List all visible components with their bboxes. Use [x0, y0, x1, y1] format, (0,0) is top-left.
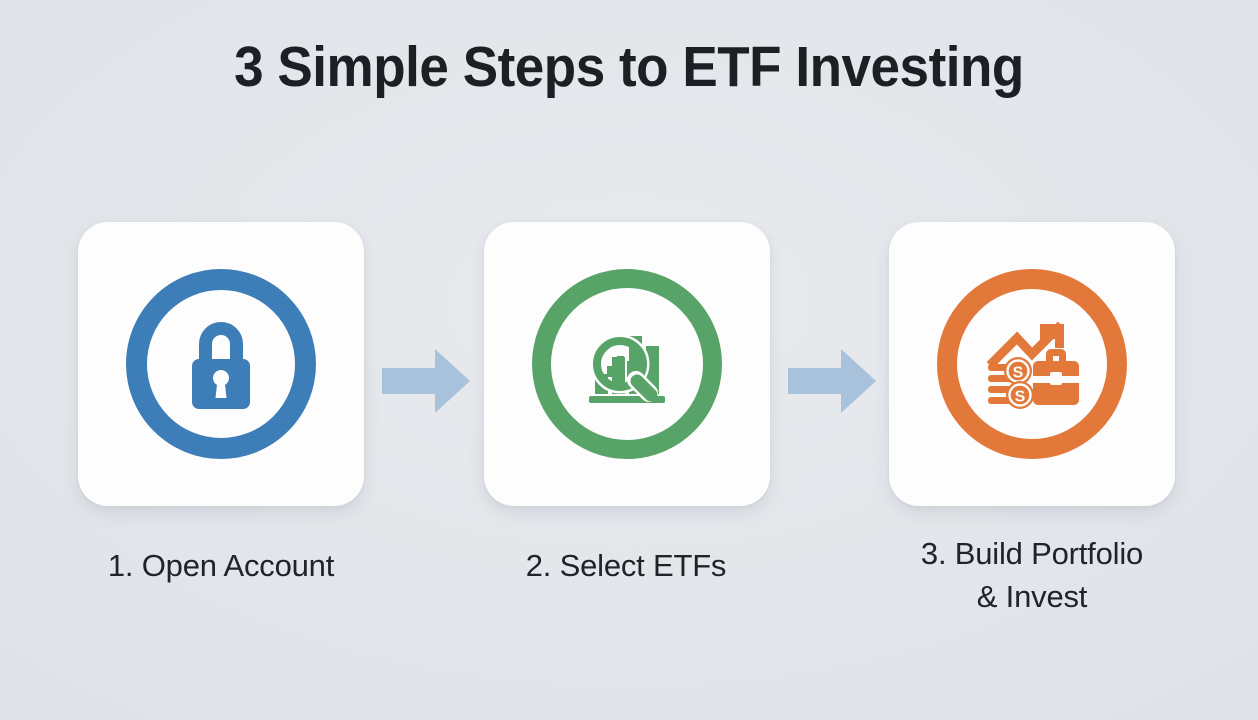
step-card-1[interactable] [78, 222, 364, 506]
captions-row: 1. Open Account 2. Select ETFs 3. Build … [0, 536, 1258, 664]
growth-coins-briefcase-icon: S S [970, 302, 1094, 426]
arrow-right-icon [786, 344, 878, 418]
step-card-3[interactable]: S S [889, 222, 1175, 506]
svg-text:S: S [1013, 365, 1024, 382]
steps-row: S S [0, 222, 1258, 512]
step-3-caption-line-1: 3. Build Portfolio [920, 536, 1144, 571]
step-1-caption-line-1: 1. Open Account [107, 548, 335, 583]
step-3-caption-line-2: & Invest [976, 579, 1088, 614]
step-card-2[interactable] [484, 222, 770, 506]
step-1-caption: 1. Open Account [56, 544, 386, 587]
svg-text:S: S [1015, 389, 1026, 406]
padlock-icon [159, 302, 283, 426]
arrow-right-icon [380, 344, 472, 418]
step-3-caption: 3. Build Portfolio & Invest [867, 532, 1197, 618]
step-2-caption: 2. Select ETFs [461, 544, 791, 587]
magnifier-bar-chart-icon [565, 302, 689, 426]
page-title: 3 Simple Steps to ETF Investing [234, 35, 1024, 99]
step-2-caption-line-1: 2. Select ETFs [525, 548, 727, 583]
